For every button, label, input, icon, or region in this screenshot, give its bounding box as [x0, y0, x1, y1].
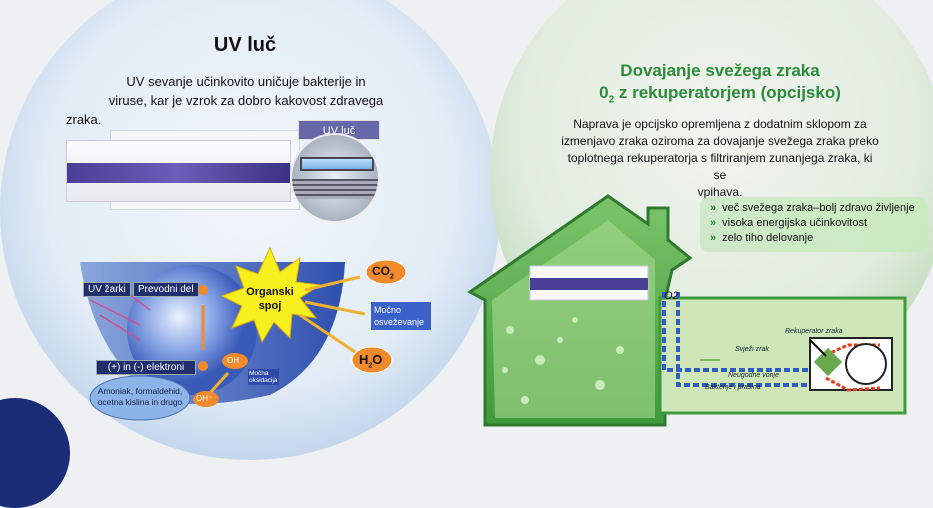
oh-bubble [222, 353, 248, 369]
bullet-icon: » [710, 217, 717, 229]
pollutants-label: Amoniak, formaldehid, ocetna kislina in … [90, 386, 190, 408]
o: 0 [599, 83, 609, 102]
line: Amoniak, formaldehid, [97, 386, 183, 396]
h2o-bubble [351, 346, 393, 374]
organic-compound-star [220, 246, 322, 344]
h2o-label: H2O [359, 352, 382, 370]
sub: 2 [608, 94, 615, 106]
fresh-air-duct [662, 292, 820, 372]
fresh-air-title: Dovajanje svežega zraka 02 z rekuperator… [560, 60, 880, 111]
title-line: 02 z rekuperatorjem (opcijsko) [560, 82, 880, 111]
ac-unit [66, 140, 291, 202]
electrons-label: (+) in (-) elektroni [96, 360, 196, 375]
hole-dot [198, 285, 208, 295]
bullet-text: več svežega zraka–bolj zdravo življenje [722, 202, 915, 214]
desc-line: UV sevanje učinkovito uničuje bakterije … [126, 74, 366, 89]
list-item: » več svežega zraka–bolj zdravo življenje [710, 201, 918, 216]
list-item: » zelo tiho delovanje [710, 231, 918, 246]
line: Močno [374, 305, 402, 315]
sub: 2 [368, 362, 373, 370]
rest: z rekuperatorjem (opcijsko) [614, 83, 841, 102]
title-line: Dovajanje svežega zraka [620, 61, 820, 80]
uv-ray-arrows [89, 294, 151, 341]
bacteria-label: Bakterije i prašina [705, 384, 761, 391]
line: oksidacija [249, 377, 278, 384]
uv-description: UV sevanje učinkovito uničuje bakterije … [66, 72, 426, 129]
house-diagram [467, 194, 907, 427]
duct-box [658, 296, 907, 415]
desc-line: toplotnega rekuperatorja s filtriranjem … [567, 151, 873, 182]
reaction-arrows [208, 275, 366, 395]
bullet-icon: » [710, 232, 717, 244]
oh-minus-bubble [193, 391, 219, 407]
o2-label: O2 [664, 290, 679, 302]
line: Močna [249, 370, 269, 377]
electron-dot [198, 361, 208, 371]
line: Organski [246, 286, 294, 298]
fan-circle [845, 343, 887, 385]
co2-bubble [365, 259, 407, 285]
pollutants-bubble [89, 375, 191, 421]
desc-line: izmenjavo zraka oziroma za dovajanje sve… [561, 134, 879, 148]
strong-refresh-label: Močno osveževanje [371, 302, 431, 330]
exchanger-core [813, 347, 843, 377]
bullet-text: zelo tiho delovanje [722, 232, 814, 244]
co2-sub: 2 [390, 273, 394, 281]
h: H [359, 352, 369, 367]
line: spoj [258, 300, 282, 312]
recuperator-label: Rekuperator zraka [785, 328, 843, 335]
indoor-ac-band [530, 278, 648, 290]
air-bubbles [502, 317, 624, 404]
desc-line: viruse, kar je vzrok za dobro kakovost z… [108, 93, 384, 108]
desc-line: zraka. [66, 112, 102, 127]
recuperator-pointer [809, 339, 827, 357]
list-item: » visoka energijska učinkovitost [710, 216, 918, 231]
benefits-list: » več svežega zraka–bolj zdravo življenje… [700, 197, 928, 252]
desc-line: vpihava. [697, 185, 743, 199]
bullet-icon: » [710, 202, 717, 214]
line: ocetna kislina in drugo [97, 397, 183, 407]
o: O [372, 352, 383, 367]
oxidation-label: Močna oksidacija [248, 369, 279, 385]
fresh-air-description: Naprava je opcijsko opremljena z dodatni… [560, 116, 880, 201]
conductive-part-label: Prevodni del [133, 282, 199, 297]
oh-label: OH [227, 356, 239, 365]
oh-minus-label: OH⁻ [196, 394, 213, 403]
uv-lamp-magnifier [290, 133, 380, 223]
desc-line: Naprava je opcijsko opremljena z dodatni… [573, 117, 867, 131]
organic-compound-label: Organski spoj [240, 285, 300, 313]
exhaust-duct [676, 292, 820, 387]
fresh-air-label: Svježi zrak [735, 346, 769, 353]
odors-label: Neugodne vonje [728, 372, 779, 379]
grille [292, 179, 378, 199]
line: osveževanje [374, 317, 425, 327]
co2-label: CO2 [372, 264, 394, 280]
uv-rays-label: UV žarki [83, 282, 131, 297]
uv-lamp-tube [300, 157, 374, 171]
ac-purple-band [67, 163, 290, 183]
co2-text: CO [372, 264, 390, 278]
bullet-text: visoka energijska učinkovitost [722, 217, 868, 229]
uv-title: UV luč [213, 34, 277, 56]
